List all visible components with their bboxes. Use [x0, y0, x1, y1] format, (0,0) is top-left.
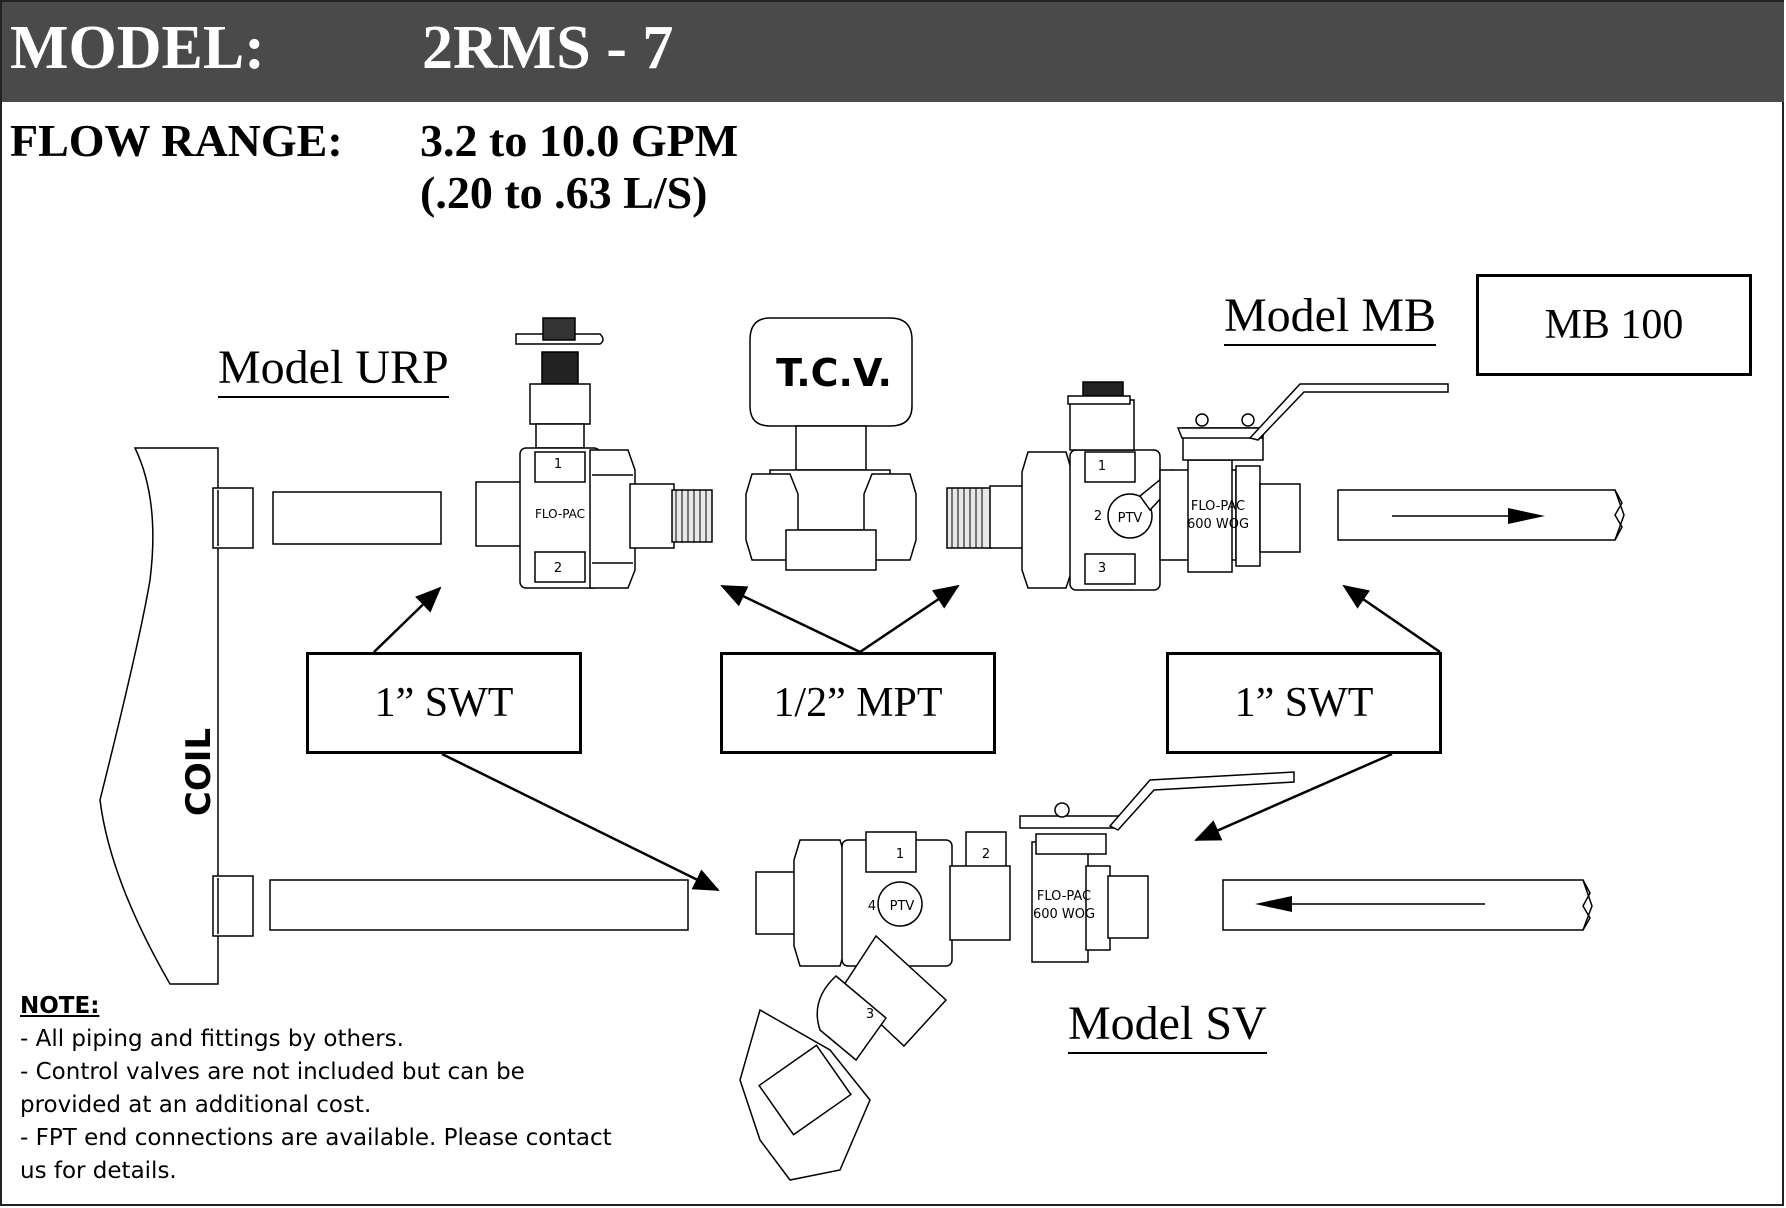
- callout-left-swt: 1” SWT: [306, 652, 582, 754]
- mb-thread: [951, 488, 983, 548]
- note-line: us for details.: [20, 1158, 177, 1184]
- supply-pipe-left: [272, 491, 442, 545]
- flow-range-gpm: 3.2 to 10.0 GPM: [420, 115, 739, 166]
- coil-label: COIL: [179, 728, 219, 816]
- note-line: - All piping and fittings by others.: [20, 1026, 404, 1052]
- sv-port-2: 2: [982, 847, 990, 862]
- tcv-label: T.C.V.: [776, 351, 892, 395]
- mb-brand: FLO-PAC: [1191, 499, 1245, 514]
- coil: [99, 447, 254, 985]
- model-mb-label: Model MB: [1224, 288, 1437, 346]
- flow-range-ls: (.20 to .63 L/S): [420, 167, 708, 218]
- sv-brand: FLO-PAC: [1037, 889, 1091, 904]
- urp-brand: FLO-PAC: [535, 507, 585, 521]
- note-line: - Control valves are not included but ca…: [20, 1059, 525, 1085]
- callout-center-mpt: 1/2” MPT: [720, 652, 996, 754]
- mb-ptv: PTV: [1118, 511, 1143, 526]
- sv-port-3: 3: [866, 1007, 874, 1022]
- supply-pipe-right: [1337, 489, 1625, 541]
- flow-arrow-out: [1508, 508, 1545, 524]
- sv-valve: [739, 771, 1295, 1181]
- mb-wog: 600 WOG: [1187, 517, 1249, 532]
- return-pipe-right: [1222, 879, 1593, 931]
- flow-range-label: FLOW RANGE:: [10, 115, 343, 166]
- notes: NOTE: - All piping and fittings by other…: [20, 990, 620, 1188]
- model-value: 2RMS - 7: [422, 14, 674, 82]
- sv-ptv: PTV: [890, 899, 915, 914]
- model-label: MODEL:: [10, 14, 265, 82]
- tcv: [745, 317, 917, 571]
- return-pipe-left: [269, 879, 689, 931]
- sv-wog: 600 WOG: [1033, 907, 1095, 922]
- callout-right-swt: 1” SWT: [1166, 652, 1442, 754]
- sv-port-1: 1: [896, 847, 904, 862]
- urp-thread: [675, 490, 707, 542]
- model-sv-label: Model SV: [1068, 996, 1267, 1054]
- leader-lines: [373, 584, 1441, 892]
- note-line: provided at an additional cost.: [20, 1092, 372, 1118]
- sv-port-4: 4: [868, 899, 876, 914]
- mb-valve: [946, 381, 1449, 591]
- mb-port-1: 1: [1098, 459, 1106, 474]
- note-line: - FPT end connections are available. Ple…: [20, 1125, 612, 1151]
- flow-arrow-in: [1255, 896, 1292, 912]
- header-bar: MODEL: 2RMS - 7: [2, 2, 1784, 102]
- urp-port-2: 2: [554, 561, 562, 576]
- urp-port-1: 1: [554, 457, 562, 472]
- model-urp-label: Model URP: [218, 340, 449, 398]
- urp-valve: [475, 317, 713, 589]
- notes-title: NOTE:: [20, 993, 100, 1019]
- mb-port-3: 3: [1098, 561, 1106, 576]
- mb-100-box: MB 100: [1476, 274, 1752, 376]
- mb-port-2: 2: [1094, 509, 1102, 524]
